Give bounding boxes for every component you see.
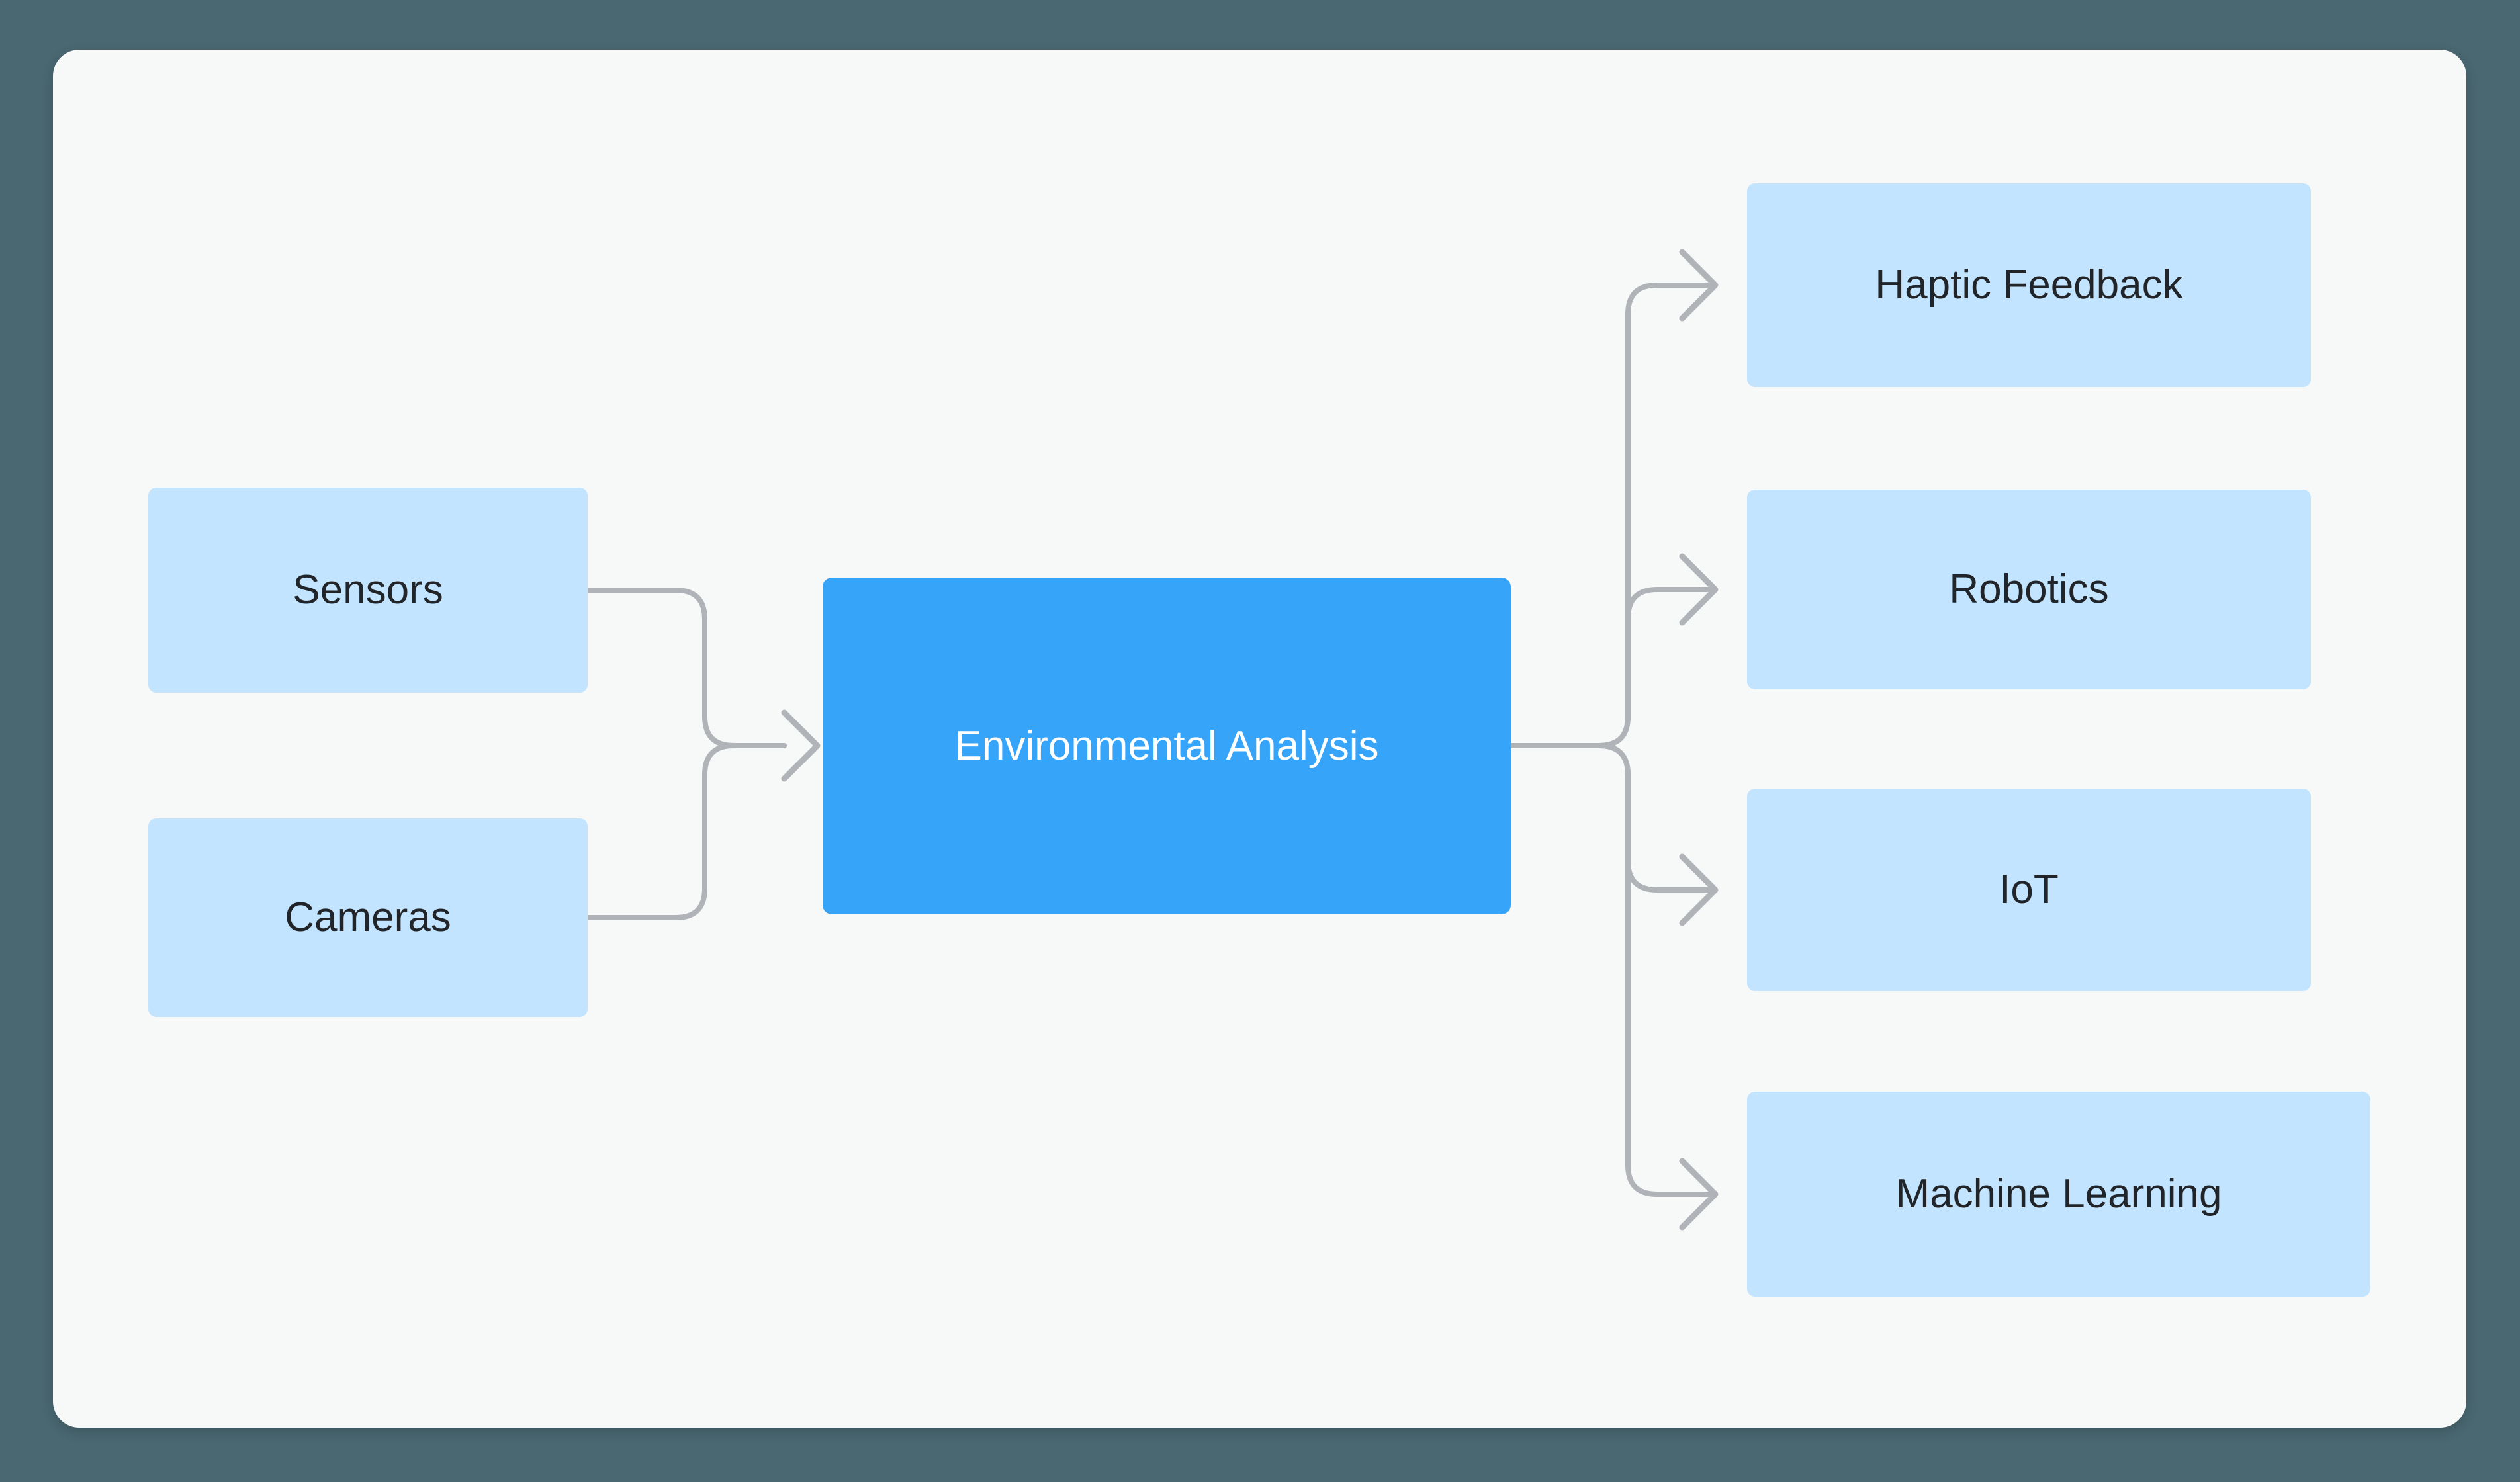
node-environmental-analysis-label: Environmental Analysis [954, 722, 1379, 769]
node-cameras-label: Cameras [285, 894, 451, 941]
node-environmental-analysis[interactable]: Environmental Analysis [823, 578, 1511, 914]
node-cameras[interactable]: Cameras [148, 818, 588, 1017]
node-robotics[interactable]: Robotics [1747, 490, 2311, 689]
node-robotics-label: Robotics [1949, 566, 2109, 613]
node-haptic-feedback[interactable]: Haptic Feedback [1747, 183, 2311, 387]
node-haptic-feedback-label: Haptic Feedback [1875, 262, 2183, 308]
node-iot-label: IoT [1999, 867, 2059, 913]
node-sensors-label: Sensors [292, 567, 443, 613]
node-iot[interactable]: IoT [1747, 789, 2311, 991]
node-sensors[interactable]: Sensors [148, 488, 588, 693]
node-machine-learning-label: Machine Learning [1895, 1171, 2222, 1217]
node-machine-learning[interactable]: Machine Learning [1747, 1092, 2370, 1297]
